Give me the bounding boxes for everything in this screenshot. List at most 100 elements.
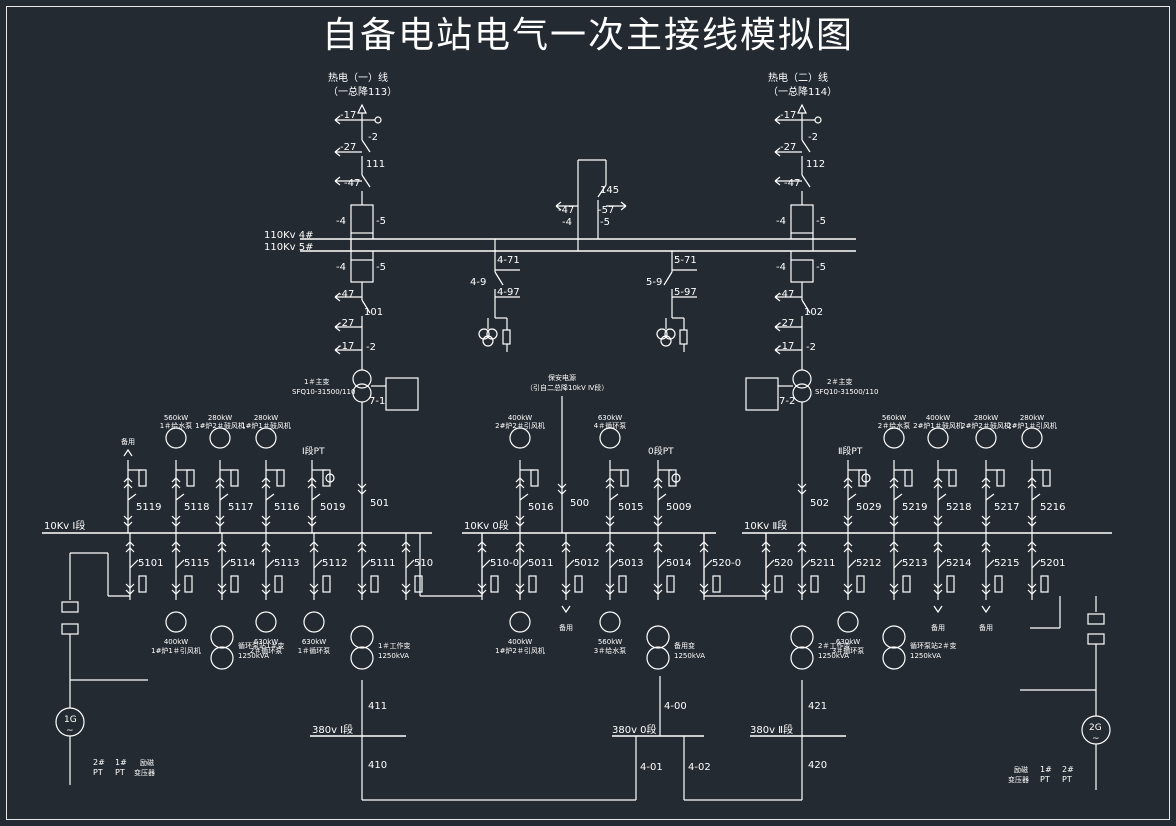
sw-label-520-0: 520-0	[712, 558, 741, 569]
cart-switch-icon	[605, 541, 615, 595]
sw-label-102: 102	[804, 307, 823, 318]
upper-feeder-500: 500	[557, 483, 589, 509]
spare-arrow-icon	[123, 448, 133, 457]
bus-10kv-0-label: 10Kv 0段	[464, 519, 509, 532]
security-power-label: 保安电源	[548, 373, 576, 382]
motor-power-5013: 560kW	[598, 638, 622, 646]
sw-label-r17b: -17	[778, 341, 794, 352]
ct-icon	[774, 575, 783, 593]
ct-icon	[666, 575, 675, 593]
ct-icon	[620, 469, 629, 487]
sw-label-421: 421	[808, 701, 827, 712]
sw-label-l4a: -4	[336, 216, 346, 227]
motor-power-5212: 630kW	[836, 638, 860, 646]
motor-name-5015: 4＃循环泵	[594, 421, 626, 430]
motor-name-5113: 2＃循环泵	[250, 646, 282, 655]
lower-feeder-520: 520	[761, 533, 793, 600]
cart-switch-icon	[653, 477, 663, 527]
motor-icon	[209, 427, 231, 449]
main-transformer-2	[745, 369, 812, 533]
sw-label-4-02: 4-02	[688, 762, 711, 773]
motor-name-5118: 1＃给水泵	[160, 421, 192, 430]
sw-label-l4b: -4	[336, 262, 346, 273]
bus-380v-0-label: 380v 0段	[612, 723, 657, 736]
motor-name-5013: 3＃给水泵	[594, 646, 626, 655]
sw-label-510: 510	[414, 558, 433, 569]
transformer-icon	[350, 625, 374, 649]
sw-label-l17: -17	[340, 110, 356, 121]
g1-exc: 励磁	[140, 758, 154, 767]
t2-model: SFQ10-31500/110	[815, 388, 878, 396]
spare-arrow-icon	[981, 605, 991, 614]
sw-label-411: 411	[368, 701, 387, 712]
g1-pt1-word: PT	[115, 768, 125, 777]
cart-switch-icon	[307, 477, 317, 527]
upper-feeders: 备用5119560kW1＃给水泵5118280kW1#炉2＃鼓风机5117280…	[121, 414, 1065, 533]
spare-arrow-icon	[561, 605, 571, 614]
sw-label-c57: -57	[598, 205, 614, 216]
ct-icon	[322, 575, 331, 593]
sw-label-5-71: 5-71	[674, 255, 697, 266]
sw-label-5119: 5119	[136, 502, 161, 513]
right-feeder-name: 热电（二）线	[768, 71, 828, 84]
ct-icon	[370, 575, 379, 593]
sw-label-r4a: -4	[776, 216, 786, 227]
g1-pt2: 2#	[93, 758, 105, 767]
sw-label-101: 101	[364, 307, 383, 318]
sw-label-l5b: -5	[376, 262, 386, 273]
cart-switch-icon	[561, 541, 571, 595]
motor-name-5112: 1＃循环泵	[298, 646, 330, 655]
cart-switch-icon	[309, 541, 319, 595]
sw-label-5016: 5016	[528, 502, 553, 513]
sw-label-l17b: -17	[338, 341, 354, 352]
motor-power-5118: 560kW	[164, 414, 188, 422]
spare-label-5012: 备用	[559, 623, 573, 632]
cart-switch-icon	[171, 477, 181, 527]
cart-switch-icon	[933, 477, 943, 527]
sw-label-420: 420	[808, 760, 827, 771]
sw-label-500: 500	[570, 498, 589, 509]
t1-name: 1＃主变	[304, 377, 329, 386]
cart-switch-icon	[605, 477, 615, 527]
cart-switch-icon	[843, 477, 853, 527]
sw-label-5114: 5114	[230, 558, 255, 569]
ct-icon	[712, 575, 721, 593]
sw-label-510-0: 510-0	[490, 558, 519, 569]
ct-icon	[996, 469, 1005, 487]
upper-feeder-502: 502	[797, 483, 829, 509]
t2-neutral-switch: 7-2	[779, 396, 795, 407]
sw-label-l5a: -5	[376, 216, 386, 227]
lower-feeder-5201: 5201	[1027, 533, 1065, 600]
motor-power-5218: 400kW	[926, 414, 950, 422]
sw-label-l27b: -27	[338, 318, 354, 329]
sw-label-5-9: 5-9	[646, 277, 662, 288]
sw-label-5115: 5115	[184, 558, 209, 569]
spare-arrow-icon	[933, 605, 943, 614]
sw-label-5013: 5013	[618, 558, 643, 569]
sw-label-5113: 5113	[274, 558, 299, 569]
sw-label-r27: -27	[780, 142, 796, 153]
sw-label-4-01: 4-01	[640, 762, 663, 773]
motor-name-5116: 1#炉1＃鼓风机	[241, 421, 291, 430]
cart-switch-icon	[515, 477, 525, 527]
tf-rating-5111: 1250kVA	[378, 652, 409, 660]
g2-pt1: 1#	[1040, 765, 1052, 774]
cart-switch-icon	[171, 541, 181, 595]
motor-power-5216: 280kW	[1020, 414, 1044, 422]
sw-label-5011: 5011	[528, 558, 553, 569]
sw-label-4-00: 4-00	[664, 701, 687, 712]
cart-switch-icon	[981, 477, 991, 527]
g1-pt2-word: PT	[93, 768, 103, 777]
sw-label-502: 502	[810, 498, 829, 509]
sw-label-5117: 5117	[228, 502, 253, 513]
sw-label-5-97: 5-97	[674, 287, 697, 298]
cart-switch-icon	[123, 477, 133, 527]
